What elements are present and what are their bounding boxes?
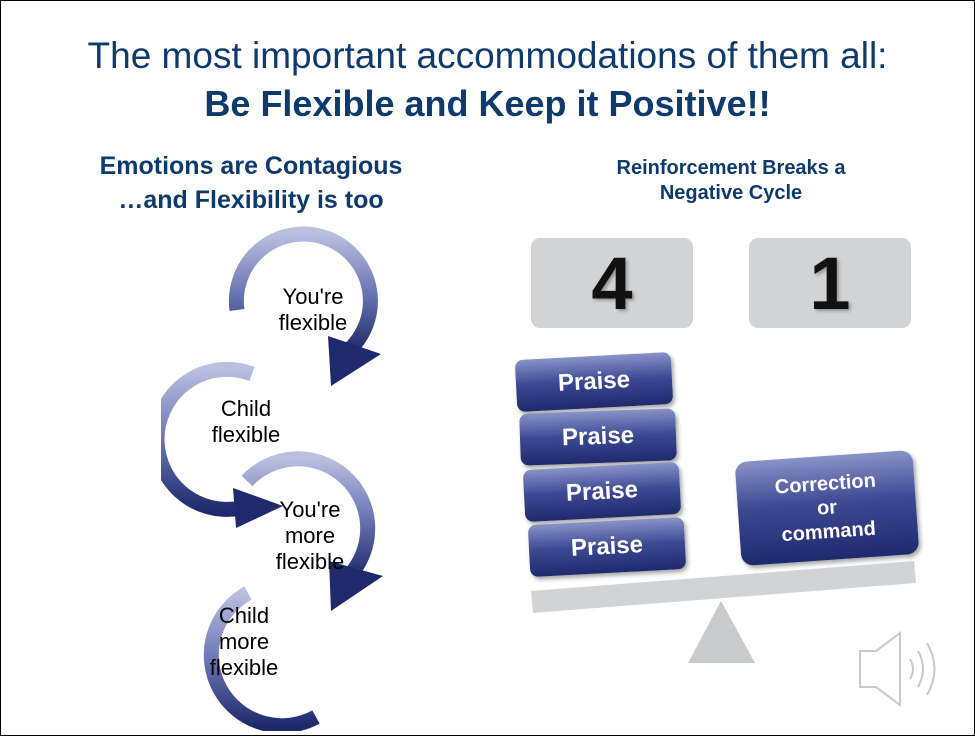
ratio-box-right: 1 <box>749 238 911 328</box>
praise-block-3: Praise <box>522 461 682 523</box>
praise-block-2: Praise <box>519 408 677 466</box>
left-heading-line-1: Emotions are Contagious <box>99 152 403 180</box>
cycle-arc-3 <box>241 451 376 582</box>
cycle-arc-4 <box>203 586 320 731</box>
title-line-1: The most important accommodations of the… <box>87 35 888 76</box>
cycle-label-3-line-3: flexible <box>275 549 345 574</box>
cycle-label-2-line-2: flexible <box>211 422 281 447</box>
cycle-label-2-line-1: Child <box>220 396 272 421</box>
right-heading-line-1: Reinforcement Breaks a <box>616 157 846 179</box>
cycle-label-1: You're flexible <box>258 284 368 336</box>
cycle-label-4: Child more flexible <box>189 603 299 681</box>
cycle-label-3-line-2: more <box>284 523 336 548</box>
right-heading-line-2: Negative Cycle <box>659 182 803 204</box>
flexibility-cycle-diagram <box>161 226 383 731</box>
cycle-arc-1 <box>228 226 378 357</box>
cycle-label-1-line-1: You're <box>282 284 344 309</box>
praise-block-1: Praise <box>514 351 674 413</box>
cycle-arrowhead-2 <box>233 488 283 528</box>
cycle-label-2: Child flexible <box>191 396 301 448</box>
speaker-icon[interactable] <box>856 629 956 709</box>
cycle-arc-2 <box>161 361 257 517</box>
ratio-box-left: 4 <box>531 238 693 328</box>
cycle-label-4-line-3: flexible <box>209 655 279 680</box>
correction-block: Correction or command <box>734 449 920 567</box>
cycle-label-1-line-2: flexible <box>278 310 348 335</box>
cycle-arrowhead-3 <box>329 561 383 611</box>
seesaw-plank <box>531 561 916 613</box>
cycle-label-3: You're more flexible <box>255 497 365 575</box>
cycle-arrowhead-1 <box>328 336 381 386</box>
title-line-2: Be Flexible and Keep it Positive!! <box>204 83 771 124</box>
cycle-label-4-line-2: more <box>218 629 270 654</box>
cycle-label-3-line-1: You're <box>279 497 341 522</box>
seesaw <box>531 561 916 663</box>
cycle-label-4-line-1: Child <box>218 603 270 628</box>
left-heading-line-2: …and Flexibility is too <box>118 186 384 214</box>
seesaw-fulcrum <box>688 601 755 663</box>
